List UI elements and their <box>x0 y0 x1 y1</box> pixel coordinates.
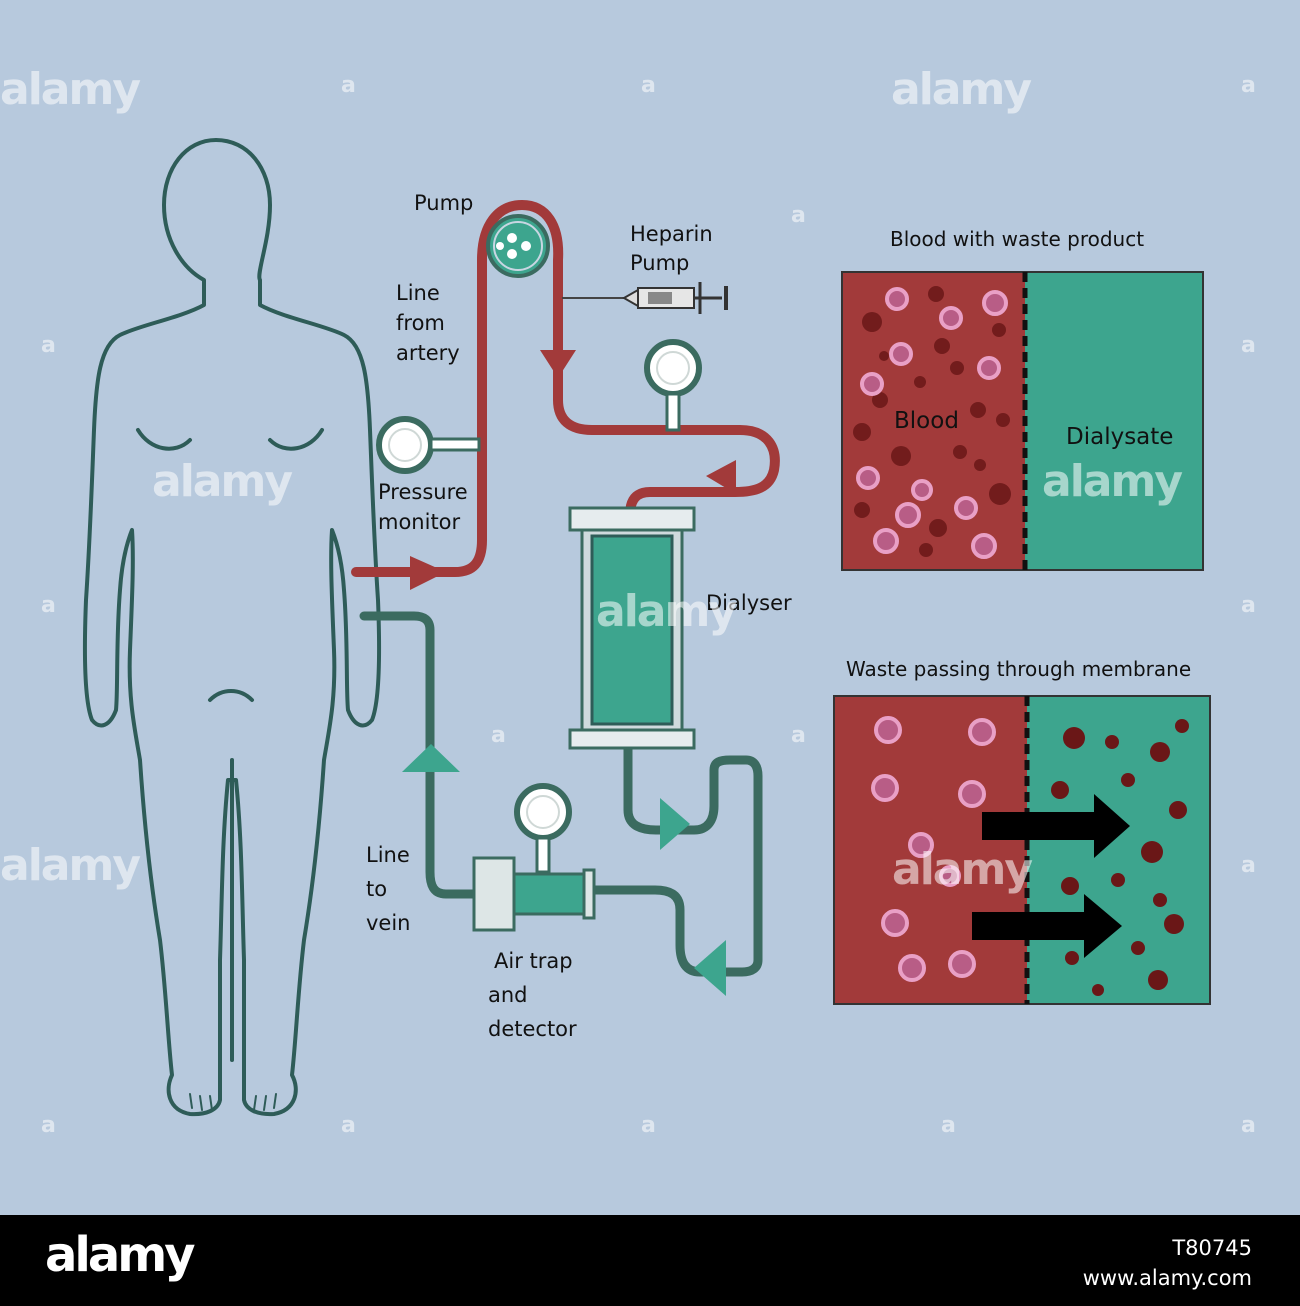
svg-text:a: a <box>1241 853 1256 878</box>
line-to-vein-label-3: vein <box>366 911 411 935</box>
human-figure <box>82 138 382 1117</box>
heparin-syringe-icon <box>562 282 728 314</box>
svg-text:alamy: alamy <box>596 586 736 637</box>
svg-text:a: a <box>341 1113 356 1138</box>
svg-text:a: a <box>41 333 56 358</box>
svg-text:a: a <box>1241 73 1256 98</box>
hemodialysis-diagram: Pump Heparin Pump Line from artery Press… <box>0 64 1256 1138</box>
svg-text:a: a <box>41 1113 56 1138</box>
svg-text:a: a <box>1241 333 1256 358</box>
line-from-artery-label-1: Line <box>396 281 440 305</box>
air-trap-label-2: and <box>488 983 528 1007</box>
dialysate-label: Dialysate <box>1066 424 1173 450</box>
waste-particles-crossing <box>1051 719 1189 996</box>
image-id: T80745 <box>1172 1236 1252 1260</box>
blood-cells <box>856 287 1008 559</box>
air-trap-label-3: detector <box>488 1017 577 1041</box>
diffusion-arrow-icon <box>972 794 1130 958</box>
svg-text:a: a <box>1241 1113 1256 1138</box>
pressure-monitor-label-1: Pressure <box>378 480 468 504</box>
air-trap-detector <box>472 856 596 932</box>
line-to-vein-label-1: Line <box>366 843 410 867</box>
svg-text:alamy: alamy <box>892 844 1032 895</box>
heparin-label-line1: Heparin <box>630 222 713 246</box>
venous-flow-arrow <box>694 940 726 996</box>
blood-pump <box>486 214 550 278</box>
site-link[interactable]: www.alamy.com <box>1082 1266 1252 1290</box>
stock-footer-bar: alamy T80745 www.alamy.com <box>0 1215 1300 1306</box>
pump-label: Pump <box>414 191 473 215</box>
svg-text:a: a <box>641 73 656 98</box>
svg-text:alamy: alamy <box>0 840 140 891</box>
venous-flow-arrow <box>660 798 690 850</box>
air-trap-gauge <box>514 783 572 874</box>
arterial-flow-arrow <box>706 460 736 494</box>
footer-logo: alamy <box>45 1227 196 1283</box>
panel-bottom <box>833 695 1211 1005</box>
footer-info: T80745 www.alamy.com <box>1083 1233 1252 1293</box>
pressure-monitor-label-2: monitor <box>378 510 461 534</box>
watermark-overlay: alamy alamy alamy alamy alamy alamy alam… <box>0 64 1256 1138</box>
dialyser-unit <box>568 506 696 750</box>
svg-text:alamy: alamy <box>0 64 140 115</box>
svg-text:a: a <box>41 593 56 618</box>
svg-text:alamy: alamy <box>1042 456 1182 507</box>
panel-top: Blood Dialysate <box>841 271 1204 571</box>
dialyser-pressure-gauge <box>644 339 702 432</box>
arterial-line <box>351 200 780 577</box>
svg-text:a: a <box>1241 593 1256 618</box>
svg-text:alamy: alamy <box>891 64 1031 115</box>
panel-bottom-title: Waste passing through membrane <box>846 657 1191 681</box>
panel-top-title: Blood with waste product <box>890 227 1144 251</box>
arterial-flow-arrow <box>410 556 446 590</box>
svg-text:a: a <box>641 1113 656 1138</box>
air-trap-label-1: Air trap <box>494 949 573 973</box>
venous-flow-arrow <box>402 744 460 772</box>
svg-text:a: a <box>491 723 506 748</box>
blood-cells <box>871 716 996 982</box>
line-from-artery-label-3: artery <box>396 341 460 365</box>
svg-text:a: a <box>941 1113 956 1138</box>
blood-label: Blood <box>894 408 959 434</box>
svg-text:alamy: alamy <box>152 456 292 507</box>
waste-particles <box>853 286 1011 557</box>
line-from-artery-label-2: from <box>396 311 445 335</box>
pressure-monitor-gauge <box>376 416 481 474</box>
dialyser-label: Dialyser <box>706 591 792 615</box>
line-to-vein-label-2: to <box>366 877 387 901</box>
svg-text:a: a <box>791 203 806 228</box>
svg-text:a: a <box>341 73 356 98</box>
arterial-flow-arrow <box>540 350 576 378</box>
heparin-label-line2: Pump <box>630 251 689 275</box>
svg-text:a: a <box>791 723 806 748</box>
